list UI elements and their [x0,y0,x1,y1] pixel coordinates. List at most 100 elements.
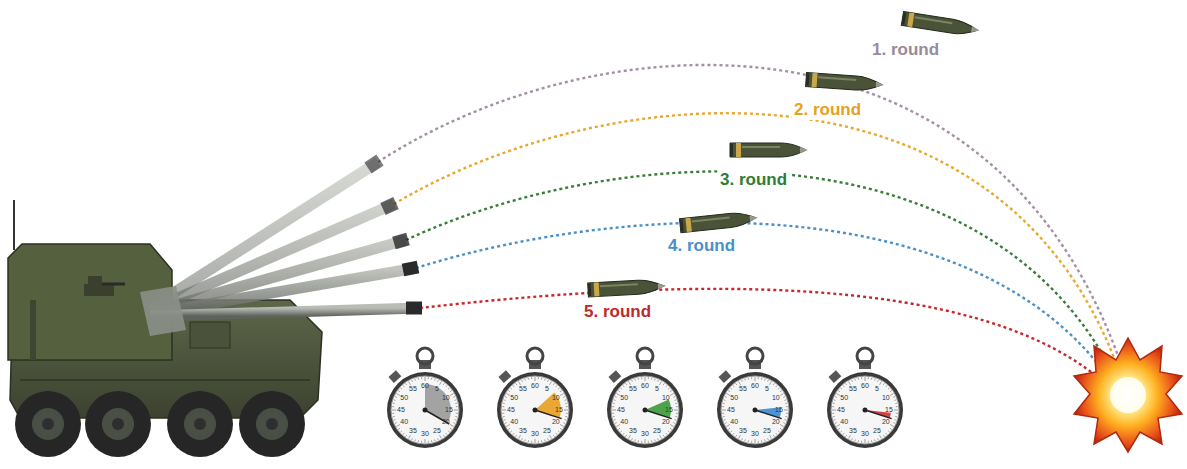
dial-tick [453,422,455,424]
dial-tick [428,377,429,379]
dial-tick [670,428,672,429]
dial-tick [450,391,452,392]
wheel-hub [32,408,64,440]
dial-tick [654,439,656,441]
dial-tick [854,439,856,441]
dial-tick [725,396,727,398]
stopwatch-case [607,372,683,448]
dial-tick [736,383,737,385]
dial-tick [890,425,893,427]
dial-number: 45 [507,406,515,414]
dial-tick [503,403,505,404]
dial-tick [895,403,897,404]
dial-tick [531,377,532,379]
shell-base [902,12,907,24]
dial-tick [676,413,678,414]
dial-number: 10 [772,394,780,402]
dial-tick [722,406,724,407]
dial-tick [748,440,749,442]
dial-tick [547,438,549,440]
dial-tick [877,438,879,440]
dial-tick [776,433,777,434]
shell-base [588,284,592,296]
dial-tick [838,428,840,429]
dial-number: 50 [400,394,408,402]
driving-band [812,73,818,87]
stopwatch-ring [747,348,763,364]
dial-tick [733,385,734,386]
elapsed-sector [535,393,561,418]
dial-tick [871,378,872,380]
dial-tick [834,399,836,401]
dial-tick [400,431,401,432]
dial-tick [528,440,529,442]
dial-tick [651,440,652,442]
dial-tick [538,377,539,379]
stopwatch-button [388,370,401,383]
stopwatch-face [831,376,899,444]
dial-tick [616,394,619,396]
dial-tick [861,377,862,379]
dial-tick [544,439,546,441]
dial-number: 15 [555,406,563,414]
dial-tick [723,416,725,417]
stopwatch-face [611,376,679,444]
dial-number: 10 [882,394,890,402]
dial-tick [456,413,458,414]
dial-tick [455,403,457,404]
stopwatch [497,348,573,448]
dial-number: 15 [665,406,673,414]
dial-tick [414,439,416,441]
dial-tick [832,410,836,411]
dial-number: 30 [641,430,649,438]
dial-tick [744,379,746,381]
driving-band [736,143,741,157]
dial-tick [406,435,407,437]
dial-number: 10 [552,394,560,402]
dial-tick [516,435,517,437]
shell-highlight [742,146,780,148]
dial-number: 50 [840,394,848,402]
dial-tick [563,396,565,398]
dial-tick [394,419,396,421]
stopwatch-pivot [863,408,868,413]
dial-tick [553,435,554,437]
dial-tick [776,385,777,386]
stopwatch [387,348,463,448]
dial-tick [392,406,394,407]
dial-tick [393,403,395,404]
stopwatch-button [498,370,511,383]
dial-number: 50 [730,394,738,402]
dial-tick [767,438,769,440]
dial-tick [455,416,457,417]
dial-tick [858,378,859,380]
dial-number: 45 [397,406,405,414]
stopwatch-ring [637,348,653,364]
dial-tick [780,425,783,427]
dial-tick [565,416,567,417]
dial-number: 25 [873,427,881,435]
dial-tick [770,435,772,438]
dial-tick [564,399,566,401]
dial-tick [508,391,510,392]
dial-number: 30 [531,430,539,438]
dial-number: 60 [641,382,649,390]
dial-tick [843,433,844,434]
dial-tick [894,410,898,411]
dial-tick [673,422,675,424]
dial-number: 35 [849,427,857,435]
dial-tick [553,383,554,385]
shell-body [588,279,665,297]
dial-tick [516,383,517,385]
projectile [588,11,981,296]
dial-tick [431,440,432,442]
dial-tick [409,381,411,384]
dial-tick [513,385,514,386]
wheel [167,391,233,457]
dial-number: 10 [662,394,670,402]
dial-tick [751,441,752,443]
elapsed-sector [425,384,451,423]
dial-tick [657,380,659,382]
dial-tick [618,428,620,429]
